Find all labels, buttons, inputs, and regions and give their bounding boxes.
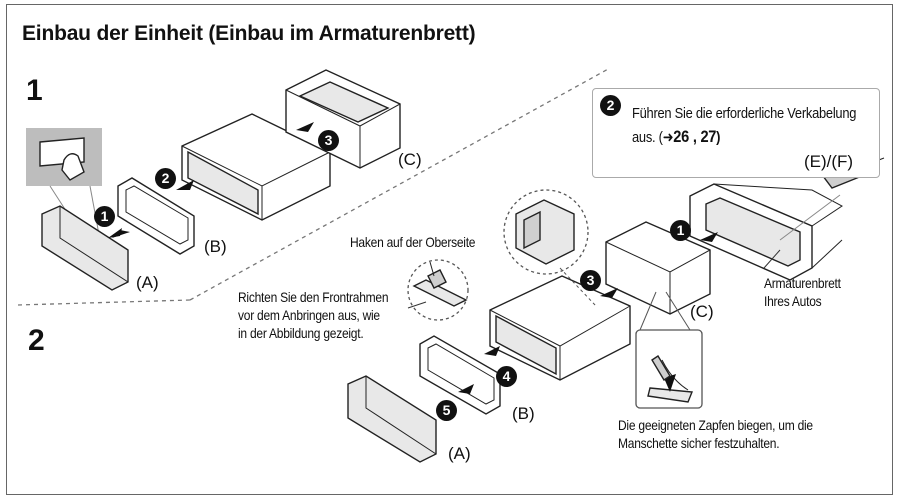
arrow-3-step1 — [296, 122, 314, 132]
label-a-step2: (A) — [448, 444, 471, 463]
step-number-2: 2 — [28, 324, 45, 357]
step-number-1: 1 — [26, 74, 43, 107]
callout-5-step2: 5 — [436, 400, 457, 421]
align-note-line1: Richten Sie den Frontrahmen — [238, 289, 389, 305]
divider-line-lower — [17, 299, 191, 306]
dashboard-note-line1: Armaturenbrett — [764, 275, 841, 291]
wiring-page-refs: 26 , 27 — [673, 127, 717, 146]
label-c-step2: (C) — [690, 302, 714, 321]
arrow-4-step2 — [484, 346, 500, 356]
label-c-step1: (C) — [398, 150, 422, 169]
bend-note-line2: Manschette sicher festzuhalten. — [618, 435, 780, 451]
hand-icon — [61, 153, 85, 181]
dashboard-leader-line — [763, 249, 781, 269]
align-note-line2: vor dem Anbringen aus, wie — [238, 307, 380, 323]
arrow-3-step2 — [600, 288, 618, 298]
hook-note: Haken auf der Oberseite — [350, 234, 476, 250]
label-ef: (E)/(F) — [804, 152, 854, 171]
wiring-note-line2: aus. (➜26 , 27) — [632, 127, 721, 147]
faceplate-a-step2 — [347, 375, 437, 463]
arrow-1-step2 — [700, 232, 718, 242]
bend-note-line1: Die geeigneten Zapfen biegen, um die — [618, 417, 813, 433]
callout-3-step1: 3 — [318, 130, 339, 151]
callout-2-step1: 2 — [155, 168, 176, 189]
sleeve-c-step2 — [605, 221, 711, 315]
faceplate-a-step1 — [41, 205, 129, 291]
dashboard-wire-line — [779, 194, 841, 241]
page-frame — [6, 4, 893, 495]
label-b-step1: (B) — [204, 237, 227, 256]
arrow-5-step2 — [458, 384, 474, 394]
wiring-note-line1: Führen Sie die erforderliche Verkabelung — [632, 105, 857, 122]
label-a-step1: (A) — [136, 273, 159, 292]
arrow-2-step1 — [176, 180, 194, 190]
trim-plate-b-step1 — [117, 177, 195, 255]
callout-1-step2: 1 — [670, 220, 691, 241]
label-b-step2: (B) — [512, 404, 535, 423]
callout-2-wiring: 2 — [600, 95, 621, 116]
wiring-note-box — [592, 88, 880, 178]
align-note-line3: in der Abbildung gezeigt. — [238, 325, 364, 341]
callout-3-step2: 3 — [580, 270, 601, 291]
trim-plate-b-step2 — [419, 335, 501, 415]
wiring-arrow-icon: ➜ — [662, 129, 674, 146]
align-leader-line — [407, 301, 427, 309]
dashboard-note-line2: Ihres Autos — [764, 293, 822, 309]
callout-1-step1: 1 — [94, 206, 115, 227]
page-title: Einbau der Einheit (Einbau im Armaturenb… — [22, 22, 476, 45]
callout-4-step2: 4 — [496, 366, 517, 387]
